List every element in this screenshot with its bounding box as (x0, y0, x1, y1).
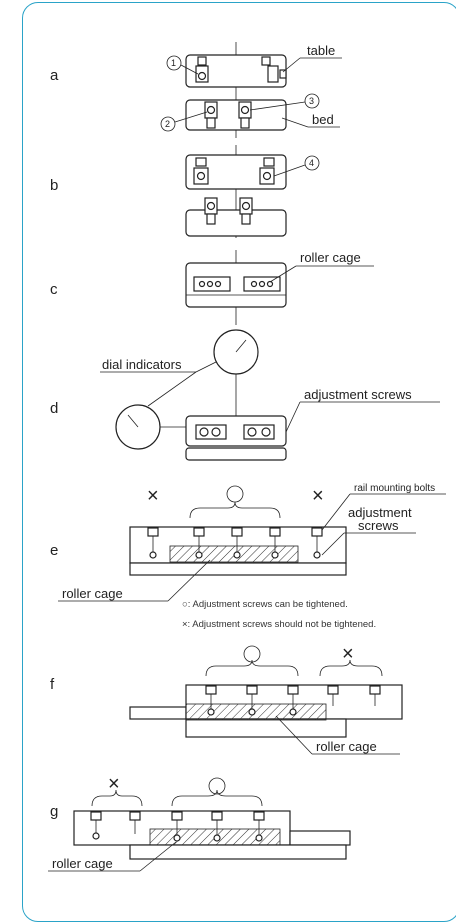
callout-1 (166, 55, 182, 71)
ng-symbol-e-left: × (147, 485, 159, 507)
step-f-figure (129, 684, 403, 738)
brace-g (171, 789, 263, 807)
rail-mounting-bolts-label: rail mounting bolts (354, 483, 435, 494)
step-f-label: f (50, 676, 55, 693)
note-ok: ○: Adjustment screws can be tightened. (182, 599, 348, 610)
callout-2-text: 2 (165, 119, 170, 129)
step-d-figure (115, 329, 287, 461)
ok-symbol-e (226, 485, 244, 503)
roller-cage-label-e: roller cage (62, 586, 123, 601)
roller-cage-label-f: roller cage (316, 739, 377, 754)
ng-symbol-f: × (342, 643, 354, 665)
step-c-label: c (50, 281, 58, 298)
step-e-label: e (50, 542, 58, 559)
adjustment-label-line1: adjustment (348, 505, 412, 520)
step-d-label: d (50, 400, 58, 417)
note-ng: ×: Adjustment screws should not be tight… (182, 619, 376, 630)
step-b-figure (185, 145, 287, 238)
ng-symbol-g: × (108, 773, 120, 795)
adjustment-label-line2: screws (358, 518, 399, 533)
callout-4 (304, 155, 320, 171)
step-a-label: a (50, 67, 59, 84)
table-label: table (307, 43, 335, 58)
callout-4-text: 4 (309, 158, 314, 168)
dial-indicators-label: dial indicators (102, 357, 182, 372)
roller-cage-label-g: roller cage (52, 856, 113, 871)
step-b-label: b (50, 177, 58, 194)
brace-f-ng (319, 659, 383, 677)
callout-3 (304, 93, 320, 109)
step-a-figure (185, 42, 287, 138)
callout-2 (160, 116, 176, 132)
ng-symbol-e-right: × (312, 485, 324, 507)
brace-e (189, 501, 281, 519)
brace-f (205, 659, 299, 677)
step-e-figure (129, 526, 347, 576)
ok-symbol-g (208, 777, 226, 795)
callout-1-text: 1 (171, 58, 176, 68)
step-g-figure (73, 810, 351, 860)
step-c-figure (185, 250, 287, 325)
callout-3-text: 3 (309, 96, 314, 106)
roller-cage-label-c: roller cage (300, 250, 361, 265)
bed-label: bed (312, 112, 334, 127)
brace-g-ng (91, 789, 143, 807)
adjustment-screws-label-d: adjustment screws (304, 387, 412, 402)
ok-symbol-f (243, 645, 261, 663)
step-g-label: g (50, 803, 58, 820)
